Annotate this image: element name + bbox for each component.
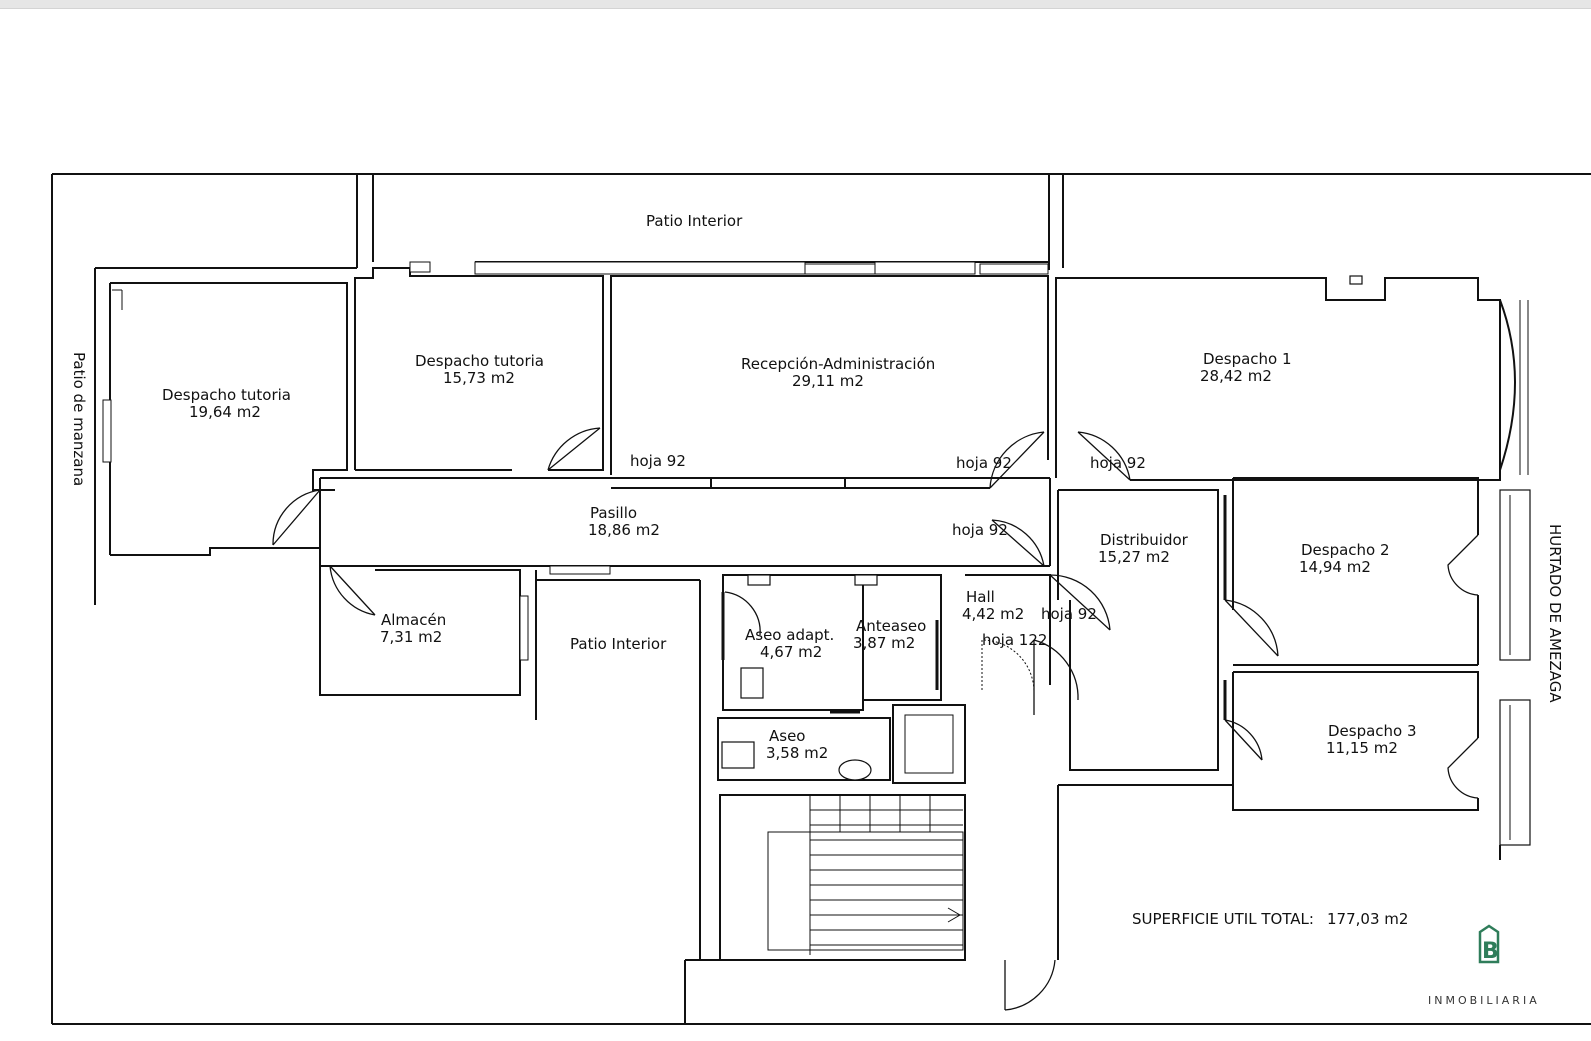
room-pasillo	[319, 477, 1051, 567]
area-recepcion: 29,11 m2	[792, 372, 864, 390]
room-despacho-3	[1057, 671, 1531, 960]
label-patio-center: Patio Interior	[570, 635, 667, 653]
label-recepcion: Recepción-Administración	[741, 355, 935, 373]
room-aseo	[717, 717, 891, 781]
label-despacho-tutoria-1: Despacho tutoria	[162, 386, 291, 404]
room-distribuidor	[1057, 489, 1227, 771]
door-label-recepcion-right: hoja 92	[956, 454, 1012, 472]
room-despacho-tutoria-middle	[354, 261, 604, 471]
door-label-recepcion-left: hoja 92	[630, 452, 686, 470]
area-despacho-1: 28,42 m2	[1200, 367, 1272, 385]
area-hall: 4,42 m2	[962, 605, 1024, 623]
door-swings	[272, 427, 1479, 1011]
total-area-value: 177,03 m2	[1327, 910, 1408, 928]
label-patio-manzana: Patio de manzana	[70, 352, 88, 486]
door-label-despacho-1: hoja 92	[1090, 454, 1146, 472]
building-outline	[51, 173, 1591, 1025]
area-aseo: 3,58 m2	[766, 744, 828, 762]
area-aseo-adapt: 4,67 m2	[760, 643, 822, 661]
brand-logo-icon: B	[1478, 924, 1500, 964]
label-despacho-tutoria-2: Despacho tutoria	[415, 352, 544, 370]
label-despacho-3: Despacho 3	[1328, 722, 1417, 740]
area-pasillo: 18,86 m2	[588, 521, 660, 539]
brand-name: INMOBILIARIA	[1428, 994, 1540, 1007]
area-distribuidor: 15,27 m2	[1098, 548, 1170, 566]
room-almacen	[319, 566, 529, 696]
label-almacen: Almacén	[381, 611, 446, 629]
label-despacho-1: Despacho 1	[1203, 350, 1292, 368]
area-almacen: 7,31 m2	[380, 628, 442, 646]
label-anteaseo: Anteaseo	[856, 617, 926, 635]
label-aseo-adapt: Aseo adapt.	[745, 626, 834, 644]
stair-treads	[810, 795, 963, 946]
door-label-pasillo-end: hoja 92	[952, 521, 1008, 539]
patio-walls	[94, 174, 1064, 605]
area-despacho-3: 11,15 m2	[1326, 739, 1398, 757]
room-recepcion	[474, 261, 1049, 489]
room-despacho-2	[1232, 477, 1531, 666]
area-despacho-2: 14,94 m2	[1299, 558, 1371, 576]
label-hall: Hall	[966, 588, 995, 606]
area-despacho-tutoria-2: 15,73 m2	[443, 369, 515, 387]
window-top-bar	[0, 0, 1591, 9]
label-pasillo: Pasillo	[590, 504, 637, 522]
staircase	[684, 794, 966, 1024]
area-anteaseo: 3,87 m2	[853, 634, 915, 652]
area-despacho-tutoria-1: 19,64 m2	[189, 403, 261, 421]
door-label-hall-right: hoja 92	[1041, 605, 1097, 623]
total-area-label: SUPERFICIE UTIL TOTAL:	[1132, 910, 1314, 928]
label-aseo: Aseo	[769, 727, 805, 745]
label-patio-top: Patio Interior	[646, 212, 743, 230]
room-aseos	[721, 574, 942, 714]
door-label-hall-entrance: hoja 122	[982, 631, 1047, 649]
room-despacho-tutoria-left	[102, 282, 348, 556]
brand-logo-letter: B	[1482, 939, 1499, 964]
label-distribuidor: Distribuidor	[1100, 531, 1189, 549]
room-despacho-1	[1055, 275, 1529, 481]
label-street: HURTADO DE AMEZAGA	[1546, 524, 1564, 703]
label-despacho-2: Despacho 2	[1301, 541, 1390, 559]
patio-center-walls	[535, 565, 701, 960]
